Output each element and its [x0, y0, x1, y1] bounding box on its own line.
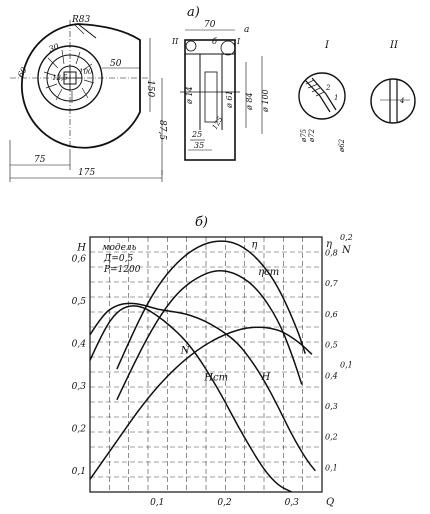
h-axis-tick-label: 0,2 — [72, 424, 87, 434]
eta-axis-tick-label: 0,7 — [325, 279, 339, 288]
series-line-4 — [89, 326, 313, 480]
dim-30: 30 — [48, 42, 61, 54]
detail-I-d75: ø75 — [300, 128, 308, 143]
panel-a-drawing: а) — [9, 5, 416, 182]
detail-II-title: II — [389, 40, 399, 51]
x-tick-label: 0,2 — [217, 498, 232, 508]
h-axis-tick-label: 0,6 — [72, 254, 87, 264]
h-axis-tick-label: 0,3 — [72, 382, 87, 392]
h-axis-tick-label: 0,4 — [72, 339, 87, 349]
detail-I-d62: ø62 — [338, 138, 346, 153]
n-axis-label: N — [341, 245, 352, 256]
dim-a: a — [244, 25, 249, 35]
dim-d61: ø 61 — [225, 90, 234, 109]
dim-60: 60 — [16, 66, 29, 79]
annotation-line-3: Р=1200 — [103, 265, 141, 275]
series-label-0: η — [251, 239, 257, 250]
detail-II-4: 4 — [399, 97, 404, 105]
eta-axis-tick-label: 0,3 — [325, 402, 338, 411]
dim-100: 100 — [79, 68, 93, 76]
detail-I-1: 1 — [334, 94, 338, 102]
detail-I-d72: ø72 — [308, 128, 316, 143]
eta-axis-tick-label: 0,2 — [325, 433, 338, 442]
eta-axis-tick-label: 0,4 — [325, 371, 338, 380]
x-tick-label: 0,3 — [285, 498, 300, 508]
panel-a-label: а) — [187, 5, 200, 20]
chart-series — [89, 240, 316, 493]
dim-87-5: 87,5 — [157, 120, 167, 140]
x-axis-label: Q — [326, 497, 334, 508]
eta-axis-label: η — [326, 239, 332, 250]
eta-axis-tick-label: 0,8 — [325, 248, 338, 257]
dim-r83: R83 — [71, 15, 91, 25]
chart-grid — [90, 237, 322, 492]
dim-150: 150 — [145, 80, 155, 97]
dim-d100-b: ø 100 — [261, 89, 270, 113]
series-line-1 — [116, 269, 303, 401]
dim-12-5: 12,5 — [52, 74, 68, 82]
n-axis-tick-label: 0,2 — [340, 233, 353, 242]
dim-175: 175 — [78, 168, 95, 178]
eta-axis-tick-label: 0,1 — [325, 463, 338, 472]
dim-35: 35 — [194, 141, 204, 150]
h-axis-tick-label: 0,1 — [72, 467, 86, 477]
panel-b-label: б) — [195, 215, 208, 230]
dim-d14: ø 14 — [185, 86, 194, 105]
dim-gap: б — [212, 37, 217, 46]
section-label-I-a: I — [236, 37, 241, 46]
series-line-2 — [89, 302, 316, 472]
h-axis-tick-label: 0,5 — [72, 297, 87, 307]
annotation-line-1: модель — [102, 243, 137, 253]
dim-125-b: 125 — [211, 115, 225, 131]
x-tick-label: 0,1 — [150, 498, 164, 508]
series-line-3 — [89, 305, 293, 493]
detail-I-2: 2 — [325, 84, 331, 92]
h-axis-label: H — [76, 243, 86, 254]
chart-frame — [89, 236, 323, 493]
detail-II: II 4 — [370, 40, 416, 124]
series-label-1: ηст — [258, 267, 279, 278]
fan-casing-front-view: R83 30 60 12,5 100 50 150 87,5 75 175 — [9, 15, 167, 182]
impeller-blades — [43, 49, 95, 103]
series-line-0 — [116, 240, 306, 370]
dim-70: 70 — [204, 20, 216, 30]
series-label-3: Hст — [203, 373, 228, 384]
detail-I: I 2 1 ø75 ø72 ø62 — [298, 40, 346, 153]
series-label-2: H — [260, 372, 270, 383]
fan-side-section: II I 70 a б ø 14 ø 61 ø 84 ø 100 25 35 1… — [171, 20, 270, 161]
dim-25: 25 — [191, 130, 202, 139]
model-annotation: модель Д=0,5 Р=1200 — [102, 243, 141, 275]
eta-axis-tick-label: 0,5 — [325, 341, 338, 350]
series-label-4: N — [180, 346, 191, 357]
eta-axis-tick-label: 0,6 — [325, 310, 338, 319]
detail-I-title: I — [324, 40, 330, 51]
annotation-line-2: Д=0,5 — [103, 254, 133, 264]
dim-50: 50 — [110, 59, 122, 69]
section-label-II-a: II — [171, 37, 179, 46]
dim-75: 75 — [34, 155, 46, 165]
n-axis-tick-label: 0,1 — [340, 361, 353, 370]
dim-d84: ø 84 — [245, 92, 254, 111]
